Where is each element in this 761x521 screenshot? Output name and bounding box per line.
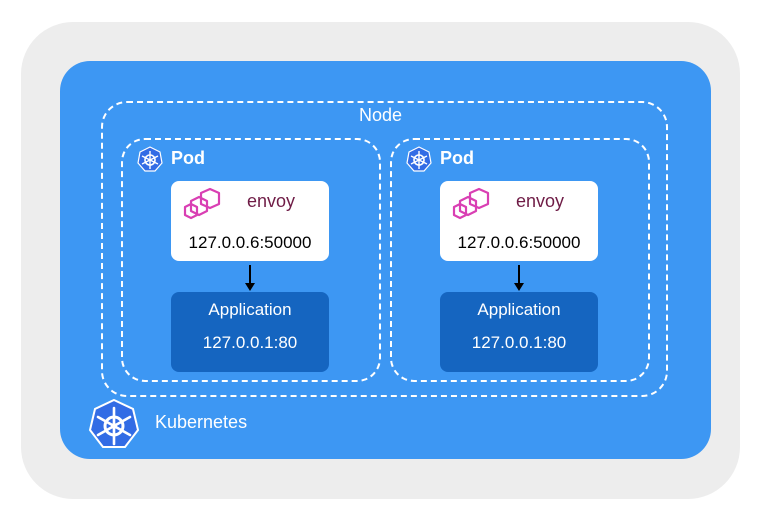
application-address: 127.0.0.1:80	[471, 333, 567, 352]
arrow-down-icon	[514, 265, 524, 291]
pod-container: Pod envoy 127.0.0.6:50000 Application 12…	[390, 138, 650, 382]
envoy-label: envoy	[247, 191, 296, 211]
arrow-down-icon	[245, 265, 255, 291]
application-container: Application 127.0.0.1:80	[440, 292, 598, 372]
envoy-logo-icon	[452, 187, 490, 220]
envoy-sidecar: envoy 127.0.0.6:50000	[171, 181, 329, 261]
pod-label: Pod	[171, 148, 205, 168]
kubernetes-helm-icon	[137, 146, 163, 172]
node-label: Node	[358, 105, 403, 125]
envoy-label: envoy	[516, 191, 565, 211]
kubernetes-logo-icon	[88, 398, 140, 448]
application-label: Application	[208, 300, 292, 319]
kubernetes-label: Kubernetes	[155, 412, 248, 432]
pod-label: Pod	[440, 148, 474, 168]
kubernetes-helm-icon	[406, 146, 432, 172]
envoy-logo-icon	[183, 187, 221, 220]
node-boundary	[101, 101, 668, 397]
application-label: Application	[477, 300, 561, 319]
application-address: 127.0.0.1:80	[202, 333, 298, 352]
pod-container: Pod envoy 127.0.0.6:50000 Application 12…	[121, 138, 381, 382]
envoy-address: 127.0.0.6:50000	[188, 233, 312, 252]
envoy-sidecar: envoy 127.0.0.6:50000	[440, 181, 598, 261]
application-container: Application 127.0.0.1:80	[171, 292, 329, 372]
envoy-address: 127.0.0.6:50000	[457, 233, 581, 252]
kubernetes-cluster	[60, 61, 711, 459]
